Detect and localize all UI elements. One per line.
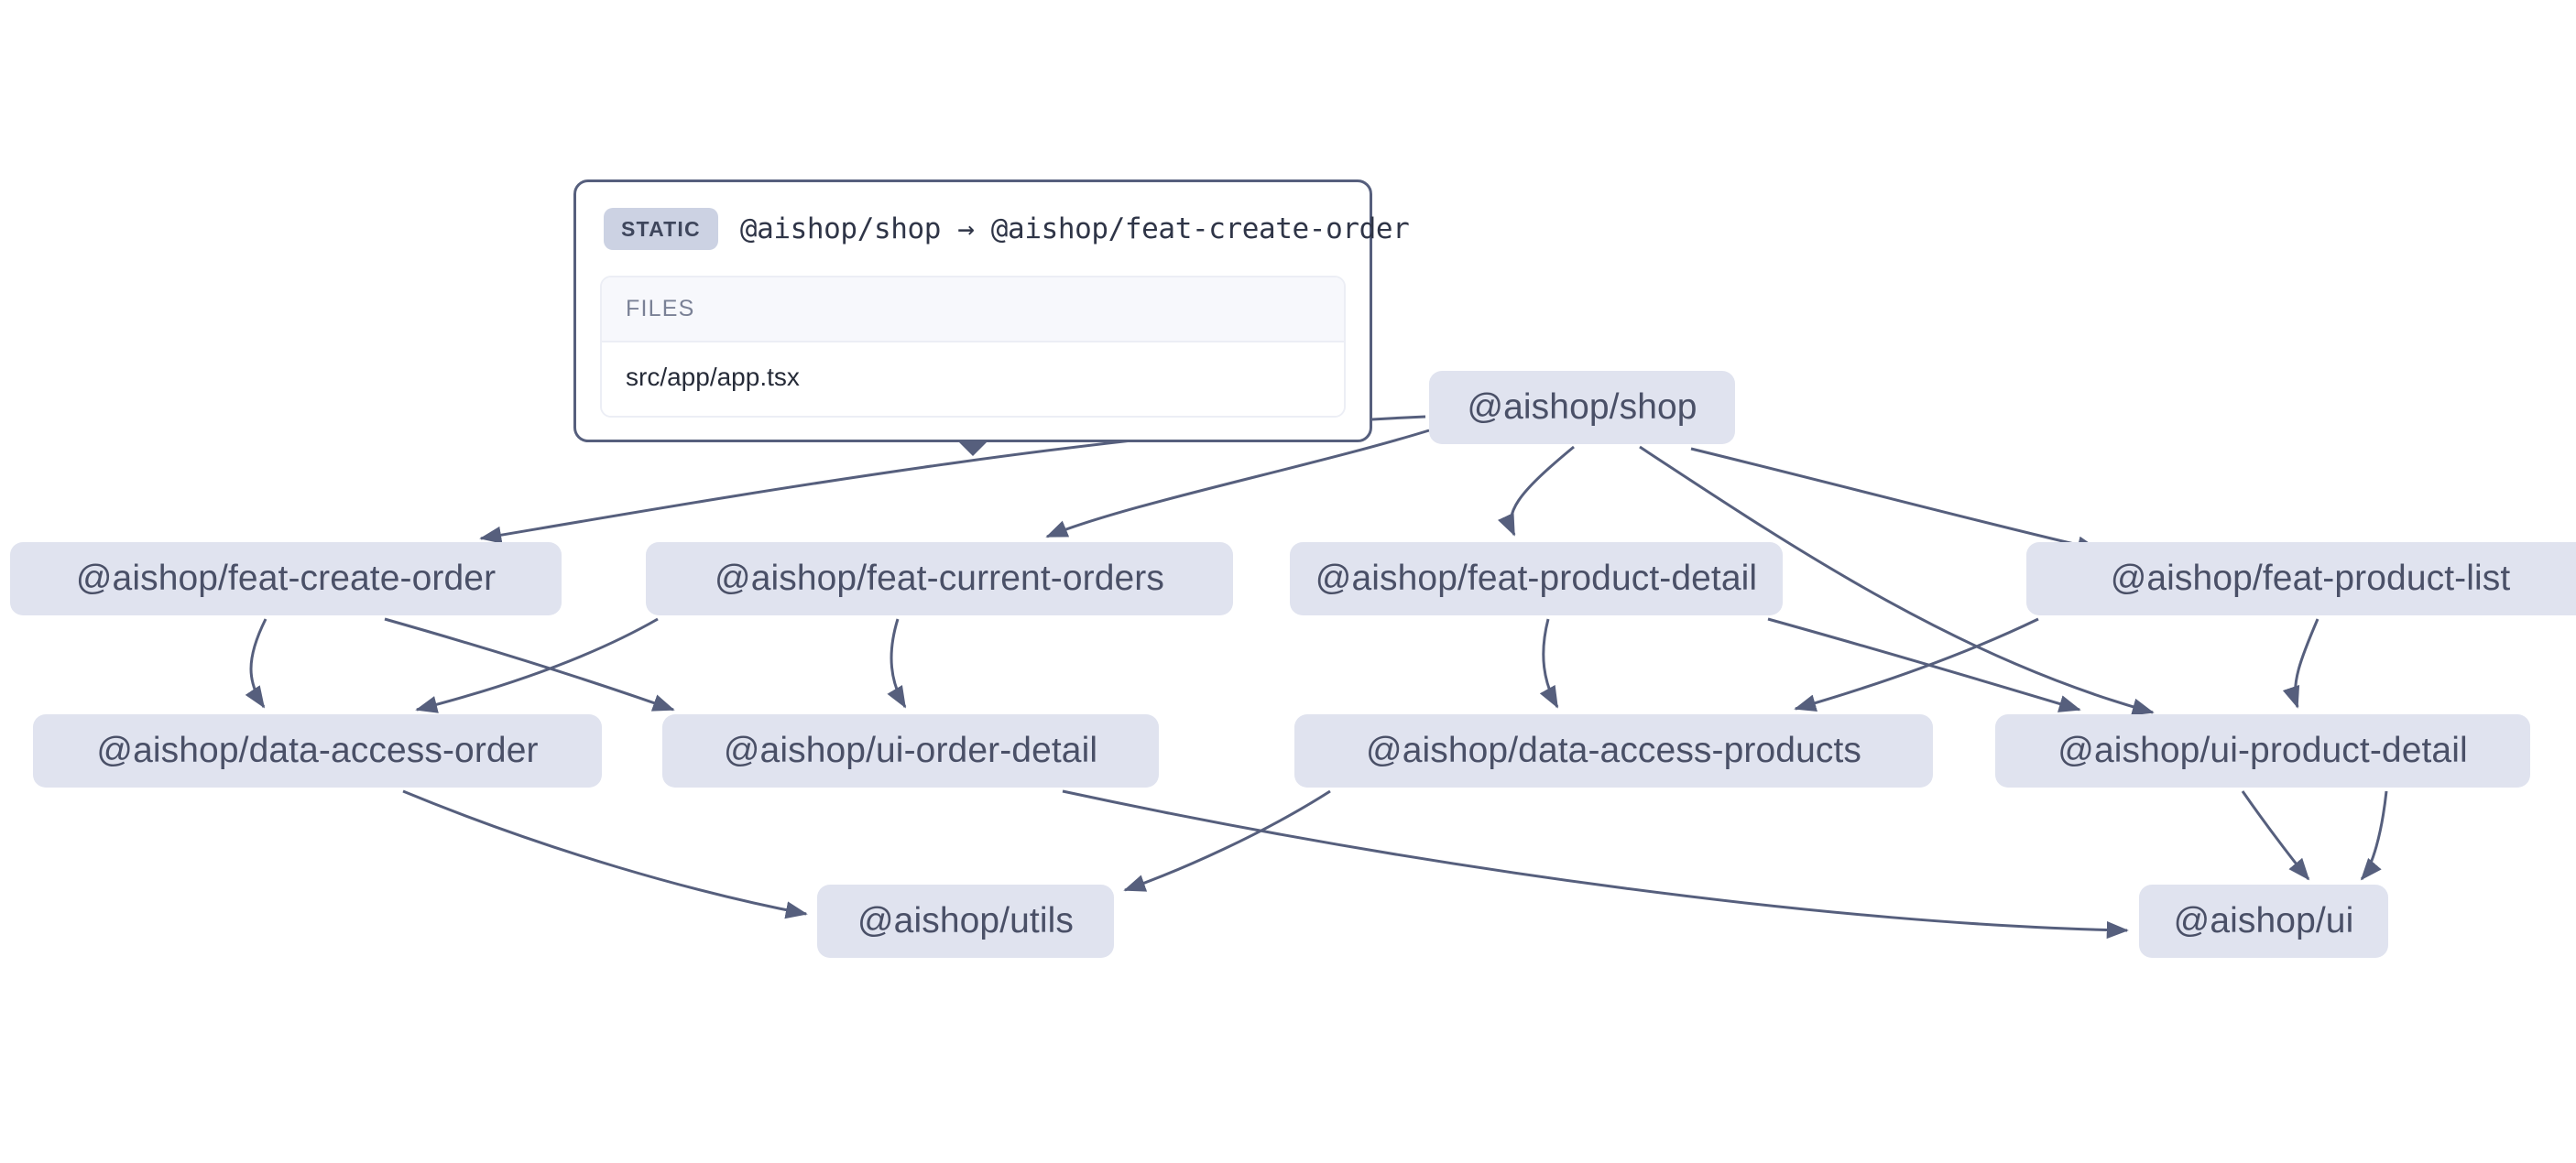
graph-node-feat-current-orders[interactable]: @aishop/feat-current-orders xyxy=(646,542,1233,615)
graph-node-ui[interactable]: @aishop/ui xyxy=(2139,885,2388,958)
graph-node-label: @aishop/feat-product-detail xyxy=(1315,559,1758,598)
edge-feat-product-list-to-ui-product-detail xyxy=(2282,618,2319,709)
graph-node-feat-create-order[interactable]: @aishop/feat-create-order xyxy=(10,542,562,615)
graph-node-label: @aishop/data-access-order xyxy=(96,731,539,770)
graph-node-label: @aishop/feat-current-orders xyxy=(715,559,1164,598)
graph-node-data-access-products[interactable]: @aishop/data-access-products xyxy=(1294,714,1933,788)
graph-node-label: @aishop/ui xyxy=(2173,901,2354,940)
graph-node-label: @aishop/shop xyxy=(1467,387,1697,427)
edge-feat-create-order-to-ui-order-detail xyxy=(384,617,675,712)
edge-data-access-order-to-utils xyxy=(402,789,808,919)
graph-node-ui-order-detail[interactable]: @aishop/ui-order-detail xyxy=(662,714,1159,788)
edge-shop-to-feat-product-detail xyxy=(1498,445,1575,537)
edge-feat-current-orders-to-ui-order-detail xyxy=(887,618,907,709)
graph-node-shop[interactable]: @aishop/shop xyxy=(1429,371,1735,444)
edge-feat-create-order-to-data-access-order xyxy=(245,618,267,709)
edge-feat-product-detail-to-ui-product-detail xyxy=(1767,617,2081,712)
files-panel-header: FILES xyxy=(602,277,1344,342)
graph-node-feat-product-list[interactable]: @aishop/feat-product-list xyxy=(2026,542,2576,615)
edge-detail-tooltip: STATIC @aishop/shop → @aishop/feat-creat… xyxy=(573,179,1410,456)
graph-node-label: @aishop/ui-product-detail xyxy=(2058,731,2468,770)
graph-node-label: @aishop/feat-product-list xyxy=(2110,559,2511,598)
graph-node-feat-product-detail[interactable]: @aishop/feat-product-detail xyxy=(1290,542,1783,615)
edge-shop-to-feat-current-orders xyxy=(1045,429,1430,538)
edge-type-badge: STATIC xyxy=(604,208,718,250)
file-list-item[interactable]: src/app/app.tsx xyxy=(602,342,1344,416)
graph-node-data-access-order[interactable]: @aishop/data-access-order xyxy=(33,714,602,788)
edge-title: @aishop/shop → @aishop/feat-create-order xyxy=(739,212,1410,245)
graph-node-label: @aishop/ui-order-detail xyxy=(723,731,1098,770)
graph-node-label: @aishop/utils xyxy=(857,901,1074,940)
edge-feat-current-orders-to-data-access-order xyxy=(415,617,659,713)
edge-ui-product-detail-to-ui-b xyxy=(2360,790,2388,881)
edge-feat-product-list-to-data-access-products xyxy=(1794,617,2039,712)
edge-ui-product-detail-to-ui-a xyxy=(2241,790,2310,881)
graph-node-label: @aishop/data-access-products xyxy=(1366,731,1861,770)
edge-data-access-products-to-utils xyxy=(1123,789,1331,892)
graph-node-label: @aishop/feat-create-order xyxy=(75,559,497,598)
edge-ui-order-detail-to-ui xyxy=(1062,789,2129,940)
graph-node-utils[interactable]: @aishop/utils xyxy=(817,885,1114,958)
edge-shop-to-feat-product-list xyxy=(1690,447,2100,554)
graph-node-ui-product-detail[interactable]: @aishop/ui-product-detail xyxy=(1995,714,2530,788)
tooltip-header: STATIC @aishop/shop → @aishop/feat-creat… xyxy=(600,202,1410,254)
files-panel: FILES src/app/app.tsx xyxy=(600,276,1346,418)
edge-feat-product-detail-to-data-access-products xyxy=(1539,618,1559,709)
